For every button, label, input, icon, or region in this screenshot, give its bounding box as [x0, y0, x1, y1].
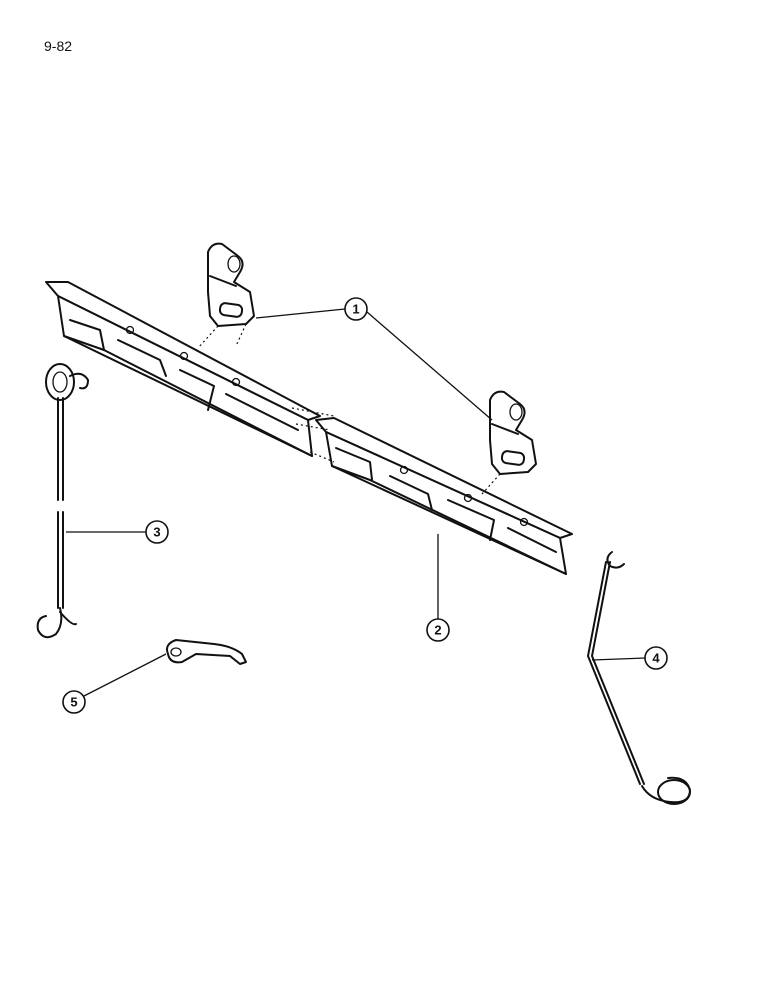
- leader-line-5: [83, 653, 167, 697]
- leader-line-4: [591, 657, 646, 661]
- callout-5: 5: [62, 690, 86, 714]
- callout-3: 3: [145, 520, 169, 544]
- clip-part-lower: [481, 390, 537, 495]
- callout-4-label: 4: [652, 651, 660, 666]
- callout-1-label: 1: [352, 302, 359, 317]
- leader-line-1a: [255, 308, 346, 319]
- page-number: 9-82: [44, 38, 73, 54]
- angle-bar-part: [45, 281, 573, 575]
- callout-2-label: 2: [434, 623, 441, 638]
- clip-part-upper: [197, 242, 255, 349]
- callout-3-label: 3: [153, 525, 160, 540]
- leader-line-1b: [366, 311, 493, 421]
- callout-4: 4: [644, 646, 668, 670]
- callout-5-label: 5: [70, 695, 77, 710]
- callout-1: 1: [344, 297, 368, 321]
- callout-2: 2: [426, 618, 450, 642]
- bent-rod-part: [587, 551, 691, 805]
- hook-rod-part: [36, 363, 89, 639]
- lever-part: [166, 639, 247, 665]
